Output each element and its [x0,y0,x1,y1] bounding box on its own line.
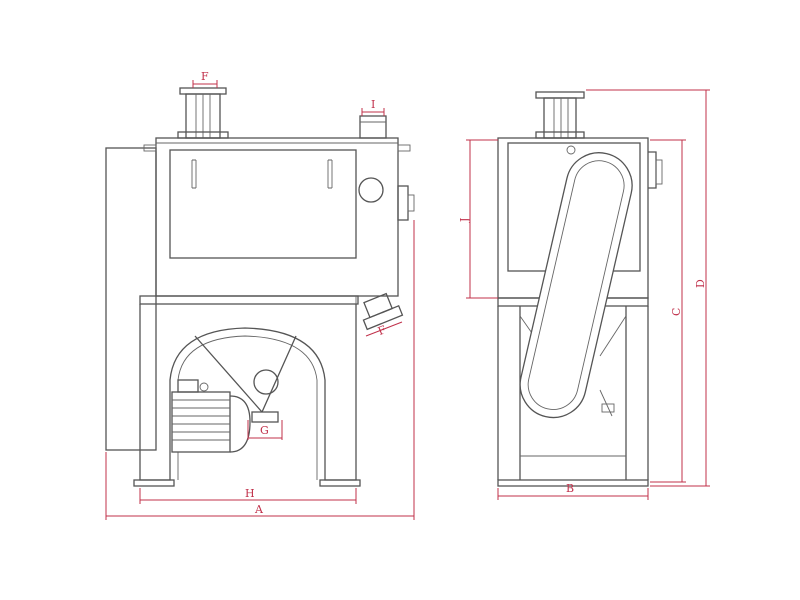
dim-label-j-side: J [458,218,471,223]
front-angled-outlet [362,304,404,331]
front-side-gauge [397,185,409,221]
dim-label-b: B [566,482,574,495]
front-view [105,87,415,487]
front-motor-end-cap [229,395,251,453]
front-rear-panel [105,147,157,451]
door-handle-left [191,159,197,189]
front-motor-terminal [177,379,199,393]
dim-label-h: H [245,487,255,500]
front-hopper-roller [253,369,279,395]
front-pin-right [397,144,411,152]
front-outlet-box [251,411,279,423]
front-base-frame [139,304,357,481]
front-port-circle [358,177,384,203]
dim-label-i-top: I [371,98,375,111]
side-handle [648,151,657,189]
dim-label-f-top: F [201,70,209,83]
dim-label-f-outlet: F [376,323,388,338]
front-top-nozzle [359,115,387,139]
dim-label-d: D [694,279,707,288]
dim-label-a: A [254,503,264,516]
front-base-top-rail [139,295,359,305]
side-chimney-cap [535,91,585,99]
side-base-plate [497,479,649,487]
dim-label-g: G [260,424,269,437]
dimensions: F I G F H A B J [105,70,710,520]
side-inclined-conveyor [519,152,633,419]
front-motor-body [171,391,231,453]
door-handle-right [327,159,333,189]
dim-label-c: C [670,308,683,316]
front-pin-left [143,144,157,152]
front-chimney-cap [179,87,227,95]
side-view [497,91,663,487]
front-tank-door [169,149,357,259]
front-inner-arch [177,335,318,480]
